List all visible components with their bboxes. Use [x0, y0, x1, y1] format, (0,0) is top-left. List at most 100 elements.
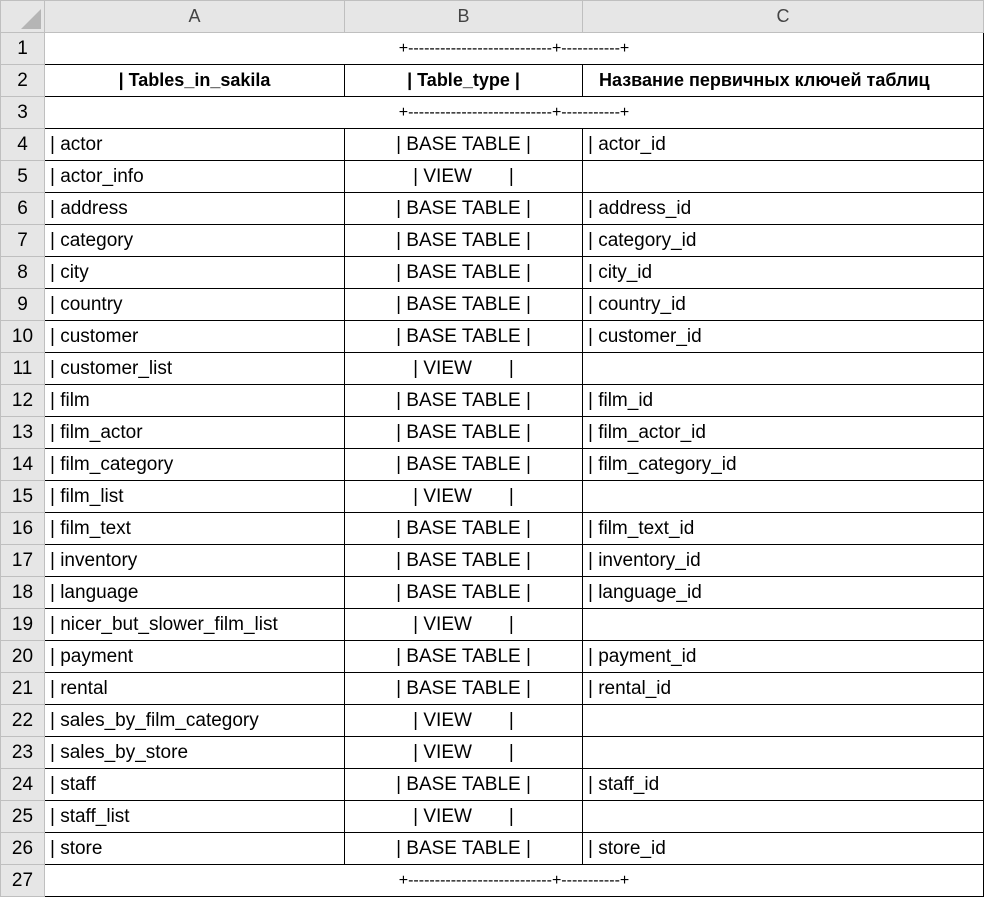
cell-table-name[interactable]: | customer_list	[44, 352, 345, 385]
cell-table-name[interactable]: | sales_by_store	[44, 736, 345, 769]
cell-table-type[interactable]: | BASE TABLE |	[344, 448, 583, 481]
cell-table-name[interactable]: | sales_by_film_category	[44, 704, 345, 737]
cell-table-type[interactable]: | BASE TABLE |	[344, 832, 583, 865]
cell-table-type[interactable]: | BASE TABLE |	[344, 512, 583, 545]
cell-primary-key[interactable]: | staff_id	[582, 768, 984, 801]
column-header-c[interactable]: C	[582, 0, 984, 33]
cell-primary-key[interactable]	[582, 704, 984, 737]
cell-table-name[interactable]: | film_list	[44, 480, 345, 513]
cell-table-type[interactable]: | BASE TABLE |	[344, 416, 583, 449]
cell-table-type[interactable]: | BASE TABLE |	[344, 256, 583, 289]
cell-primary-key[interactable]	[582, 800, 984, 833]
cell-table-type[interactable]: | VIEW |	[344, 480, 583, 513]
cell-table-name[interactable]: | film	[44, 384, 345, 417]
cell-table-type[interactable]: | BASE TABLE |	[344, 224, 583, 257]
row-header[interactable]: 9	[0, 288, 45, 321]
cell-table-type[interactable]: | BASE TABLE |	[344, 128, 583, 161]
row-header[interactable]: 26	[0, 832, 45, 865]
row-header[interactable]: 24	[0, 768, 45, 801]
cell-table-name[interactable]: | address	[44, 192, 345, 225]
cell-primary-key[interactable]: | language_id	[582, 576, 984, 609]
cell-table-name[interactable]: | actor_info	[44, 160, 345, 193]
cell-primary-key[interactable]: | payment_id	[582, 640, 984, 673]
row-header[interactable]: 22	[0, 704, 45, 737]
row-header[interactable]: 3	[0, 96, 45, 129]
cell-primary-key[interactable]: | category_id	[582, 224, 984, 257]
row-header[interactable]: 16	[0, 512, 45, 545]
cell-primary-key[interactable]: | film_id	[582, 384, 984, 417]
row-header[interactable]: 21	[0, 672, 45, 705]
cell-primary-key[interactable]	[582, 480, 984, 513]
cell-table-type[interactable]: | BASE TABLE |	[344, 192, 583, 225]
cell-header-table-type[interactable]: | Table_type |	[344, 64, 583, 97]
cell-table-name[interactable]: | city	[44, 256, 345, 289]
cell-header-primary-keys[interactable]: Название первичных ключей таблиц	[582, 64, 984, 97]
cell-table-type[interactable]: | VIEW |	[344, 800, 583, 833]
separator-cell[interactable]: +---------------------------+-----------…	[44, 864, 984, 897]
row-header[interactable]: 1	[0, 32, 45, 65]
select-all-corner[interactable]	[0, 0, 45, 33]
cell-header-tables-in-sakila[interactable]: | Tables_in_sakila	[44, 64, 345, 97]
cell-table-type[interactable]: | BASE TABLE |	[344, 320, 583, 353]
row-header[interactable]: 27	[0, 864, 45, 897]
cell-primary-key[interactable]: | city_id	[582, 256, 984, 289]
cell-table-name[interactable]: | category	[44, 224, 345, 257]
row-header[interactable]: 5	[0, 160, 45, 193]
cell-table-type[interactable]: | BASE TABLE |	[344, 288, 583, 321]
cell-primary-key[interactable]: | customer_id	[582, 320, 984, 353]
separator-cell[interactable]: +---------------------------+-----------…	[44, 96, 984, 129]
cell-table-type[interactable]: | BASE TABLE |	[344, 768, 583, 801]
cell-primary-key[interactable]: | film_actor_id	[582, 416, 984, 449]
cell-table-type[interactable]: | BASE TABLE |	[344, 640, 583, 673]
separator-cell[interactable]: +---------------------------+-----------…	[44, 32, 984, 65]
cell-primary-key[interactable]	[582, 736, 984, 769]
row-header[interactable]: 11	[0, 352, 45, 385]
row-header[interactable]: 10	[0, 320, 45, 353]
cell-table-type[interactable]: | VIEW |	[344, 704, 583, 737]
cell-table-name[interactable]: | store	[44, 832, 345, 865]
cell-primary-key[interactable]: | film_text_id	[582, 512, 984, 545]
cell-primary-key[interactable]	[582, 160, 984, 193]
row-header[interactable]: 15	[0, 480, 45, 513]
cell-table-type[interactable]: | BASE TABLE |	[344, 672, 583, 705]
row-header[interactable]: 23	[0, 736, 45, 769]
cell-table-name[interactable]: | film_category	[44, 448, 345, 481]
row-header[interactable]: 12	[0, 384, 45, 417]
row-header[interactable]: 14	[0, 448, 45, 481]
row-header[interactable]: 4	[0, 128, 45, 161]
cell-primary-key[interactable]: | country_id	[582, 288, 984, 321]
cell-primary-key[interactable]: | inventory_id	[582, 544, 984, 577]
row-header[interactable]: 17	[0, 544, 45, 577]
row-header[interactable]: 13	[0, 416, 45, 449]
cell-table-type[interactable]: | BASE TABLE |	[344, 544, 583, 577]
column-header-a[interactable]: A	[44, 0, 345, 33]
cell-table-type[interactable]: | VIEW |	[344, 608, 583, 641]
row-header[interactable]: 25	[0, 800, 45, 833]
cell-table-name[interactable]: | rental	[44, 672, 345, 705]
cell-primary-key[interactable]: | rental_id	[582, 672, 984, 705]
row-header[interactable]: 8	[0, 256, 45, 289]
cell-primary-key[interactable]: | store_id	[582, 832, 984, 865]
cell-primary-key[interactable]	[582, 608, 984, 641]
cell-primary-key[interactable]: | film_category_id	[582, 448, 984, 481]
row-header[interactable]: 19	[0, 608, 45, 641]
cell-table-name[interactable]: | country	[44, 288, 345, 321]
cell-primary-key[interactable]: | address_id	[582, 192, 984, 225]
cell-table-type[interactable]: | BASE TABLE |	[344, 384, 583, 417]
column-header-b[interactable]: B	[344, 0, 583, 33]
cell-table-name[interactable]: | payment	[44, 640, 345, 673]
cell-table-name[interactable]: | film_text	[44, 512, 345, 545]
row-header[interactable]: 20	[0, 640, 45, 673]
cell-table-name[interactable]: | staff	[44, 768, 345, 801]
cell-table-name[interactable]: | customer	[44, 320, 345, 353]
cell-table-type[interactable]: | VIEW |	[344, 736, 583, 769]
cell-primary-key[interactable]: | actor_id	[582, 128, 984, 161]
row-header[interactable]: 18	[0, 576, 45, 609]
cell-table-name[interactable]: | language	[44, 576, 345, 609]
cell-table-name[interactable]: | staff_list	[44, 800, 345, 833]
cell-table-name[interactable]: | nicer_but_slower_film_list	[44, 608, 345, 641]
cell-table-type[interactable]: | VIEW |	[344, 160, 583, 193]
row-header[interactable]: 2	[0, 64, 45, 97]
cell-primary-key[interactable]	[582, 352, 984, 385]
cell-table-name[interactable]: | film_actor	[44, 416, 345, 449]
